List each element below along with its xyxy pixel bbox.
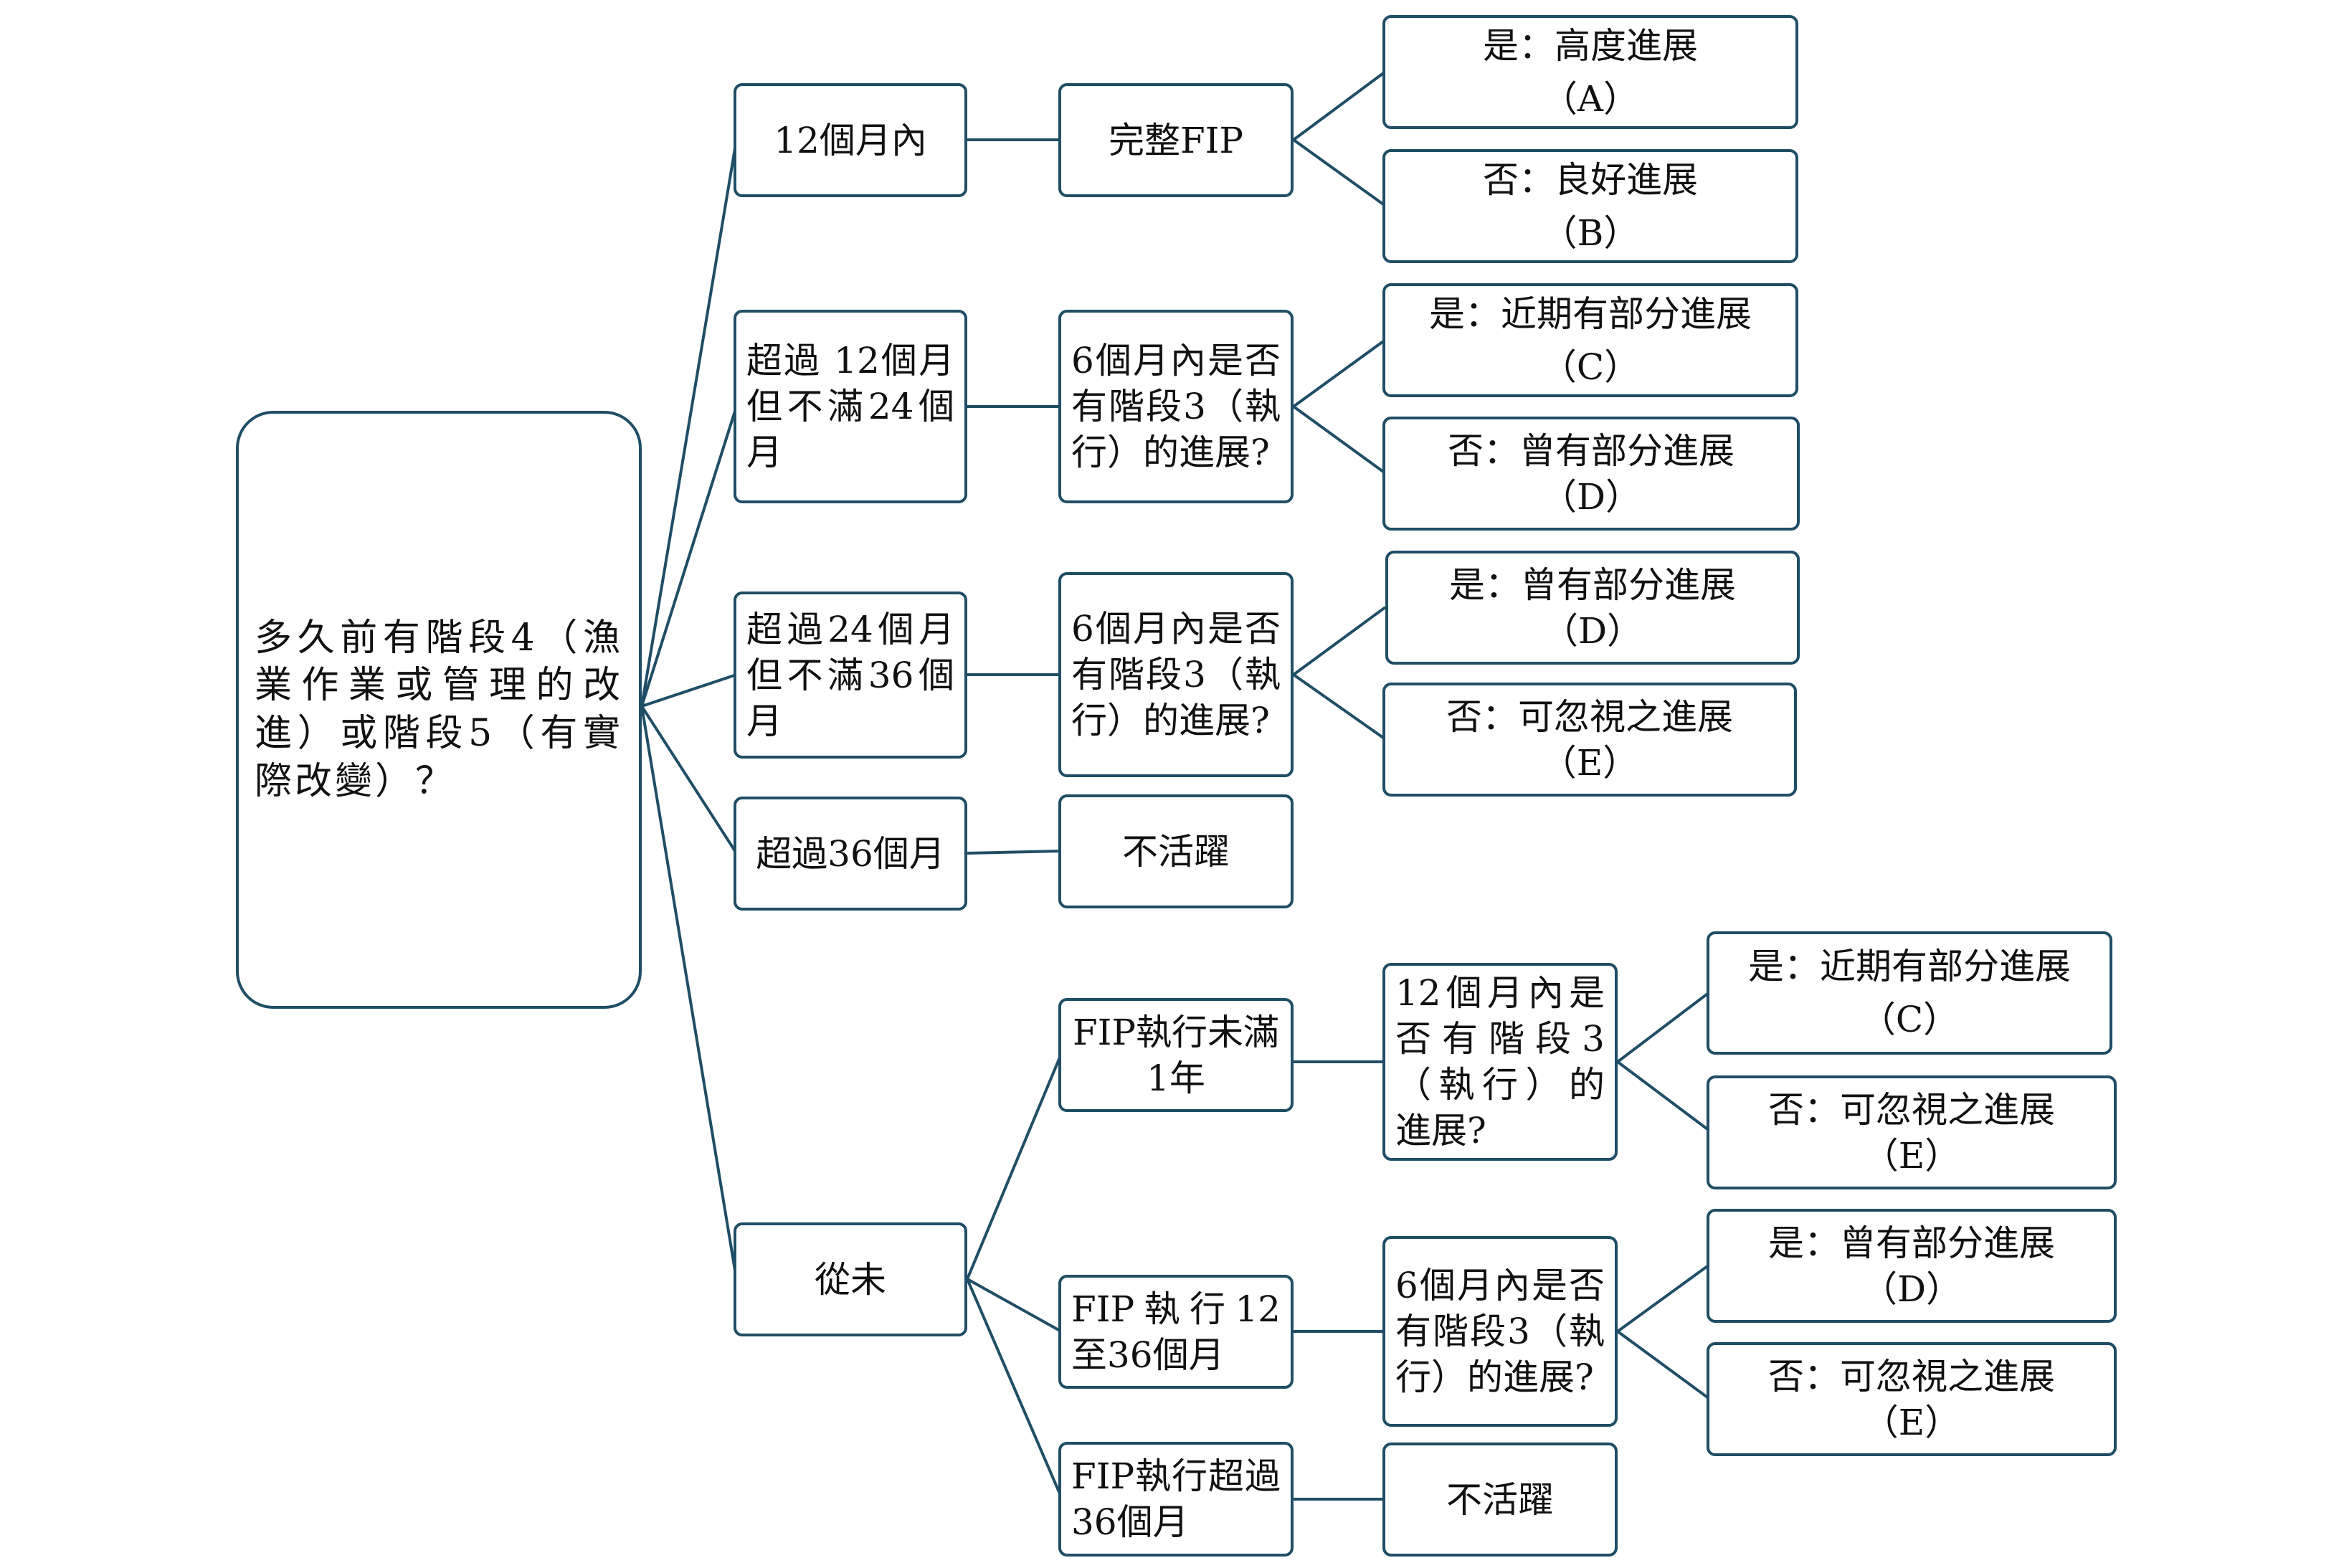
node-question-6-months-a: 6個月內是否有階段3（執行）的進展?: [1058, 310, 1294, 503]
node-label: 6個月內是否有階段3（執行）的進展?: [1071, 340, 1281, 473]
node-24-to-36-months: 超過24個月但不滿36個月: [734, 591, 967, 759]
connector-never-over36: [966, 1278, 1063, 1498]
outcome-grade: （E）: [1862, 1401, 1961, 1443]
outcome-grade: （B）: [1541, 212, 1640, 254]
outcome-answer: 否：可忽視之進展: [1446, 695, 1733, 738]
outcome-answer: 是：曾有部分進展: [1768, 1222, 2055, 1264]
node-inactive-a: 不活躍: [1058, 794, 1294, 908]
outcome-answer: 是：高度進展: [1483, 24, 1698, 67]
node-inactive-b: 不活躍: [1382, 1443, 1618, 1557]
connector-q6b-o6: [1292, 673, 1387, 741]
outcome-grade: （D）: [1540, 475, 1642, 518]
outcome-grade: （C）: [1859, 999, 1960, 1040]
connector-q6d-o10: [1616, 1330, 1711, 1400]
outcome-answer: 是：近期有部分進展: [1748, 946, 2071, 987]
connector-q6b-o5: [1292, 606, 1387, 676]
outcome-past-partial-progress: 否：曾有部分進展（D）: [1382, 417, 1800, 531]
outcome-grade: （A）: [1541, 77, 1640, 120]
root-question-node: 多久前有階段4（漁業作業或管理的改進）或階段5（有實際改變）？: [236, 411, 642, 1009]
outcome-grade: （D）: [1861, 1268, 1963, 1310]
outcome-negligible-progress-3: 否：可忽視之進展（E）: [1707, 1342, 2117, 1456]
outcome-negligible-progress-2: 否：可忽視之進展（E）: [1707, 1075, 2117, 1189]
node-12-to-24-months: 超過 12個月但不滿24個月: [734, 310, 967, 503]
node-label: 12個月內是否有階段3（執行）的進展?: [1395, 972, 1605, 1151]
outcome-grade: （E）: [1862, 1134, 1961, 1177]
outcome-answer: 是：近期有部分進展: [1429, 293, 1752, 335]
node-label: 不活躍: [1122, 830, 1230, 873]
connector-never-under1: [966, 1053, 1063, 1280]
node-question-6-months-b: 6個月內是否有階段3（執行）的進展?: [1058, 572, 1294, 777]
outcome-grade: （D）: [1542, 609, 1643, 652]
node-full-fip: 完整FIP: [1058, 83, 1294, 197]
connector-q12c-o7: [1616, 991, 1711, 1063]
node-label: FIP執行未滿1年: [1072, 1011, 1280, 1099]
connector-root-never: [640, 705, 738, 1280]
node-label: 超過24個月但不滿36個月: [746, 608, 954, 742]
outcome-answer: 否：曾有部分進展: [1448, 429, 1735, 472]
outcome-negligible-progress: 否：可忽視之進展（E）: [1382, 683, 1797, 797]
connector-root-over36: [640, 705, 738, 855]
connector-root-12to24: [640, 406, 738, 707]
node-label: 超過36個月: [756, 832, 945, 875]
node-label: 12個月內: [774, 119, 927, 161]
outcome-answer: 是：曾有部分進展: [1449, 564, 1736, 606]
node-label: 完整FIP: [1108, 119, 1244, 161]
root-question-label: 多久前有階段4（漁業作業或管理的改進）或階段5（有實際改變）？: [255, 616, 623, 803]
outcome-past-partial-progress-3: 是：曾有部分進展（D）: [1707, 1209, 2117, 1323]
node-within-12-months: 12個月內: [734, 83, 967, 197]
node-fip-12-to-36-months: FIP執行12至36個月: [1058, 1275, 1294, 1389]
node-fip-under-1-year: FIP執行未滿1年: [1058, 998, 1294, 1112]
connector-root-within12: [640, 139, 738, 707]
node-never: 從未: [734, 1222, 967, 1336]
outcome-good-progress: 否：良好進展 （B）: [1382, 149, 1798, 263]
node-label: 不活躍: [1446, 1478, 1554, 1521]
node-label: FIP執行超過36個月: [1071, 1455, 1281, 1543]
connector-q6d-o9: [1616, 1263, 1711, 1333]
connector-fullfip-o1: [1292, 70, 1387, 141]
node-label: FIP執行12至36個月: [1071, 1288, 1281, 1376]
node-label: 超過 12個月但不滿24個月: [746, 340, 954, 473]
connector-q12c-o8: [1616, 1060, 1711, 1132]
outcome-grade: （E）: [1540, 741, 1639, 784]
connector-q6a-o4: [1292, 405, 1387, 475]
node-label: 從未: [815, 1258, 886, 1301]
node-fip-over-36-months: FIP執行超過36個月: [1058, 1442, 1294, 1557]
node-label: 6個月內是否有階段3（執行）的進展?: [1395, 1265, 1605, 1398]
connector-never-12to36: [967, 1278, 1062, 1333]
outcome-grade: （C）: [1540, 346, 1641, 388]
outcome-high-progress: 是：高度進展 （A）: [1382, 15, 1798, 129]
outcome-answer: 否：可忽視之進展: [1768, 1355, 2055, 1397]
outcome-answer: 否：良好進展: [1483, 158, 1698, 201]
connector-fullfip-o2: [1292, 138, 1387, 207]
outcome-answer: 否：可忽視之進展: [1768, 1088, 2055, 1131]
node-question-6-months-d: 6個月內是否有階段3（執行）的進展?: [1382, 1236, 1618, 1427]
connector-q6a-o3: [1292, 338, 1387, 408]
node-over-36-months: 超過36個月: [734, 797, 967, 911]
outcome-recent-partial-progress: 是：近期有部分進展 （C）: [1382, 283, 1798, 397]
connector-over36-inactive: [967, 850, 1062, 855]
node-label: 6個月內是否有階段3（執行）的進展?: [1071, 608, 1281, 741]
node-question-12-months-c: 12個月內是否有階段3（執行）的進展?: [1382, 963, 1618, 1161]
outcome-recent-partial-progress-2: 是：近期有部分進展 （C）: [1707, 931, 2112, 1055]
connector-root-24to36: [641, 673, 737, 708]
outcome-past-partial-progress-2: 是：曾有部分進展（D）: [1385, 551, 1800, 665]
